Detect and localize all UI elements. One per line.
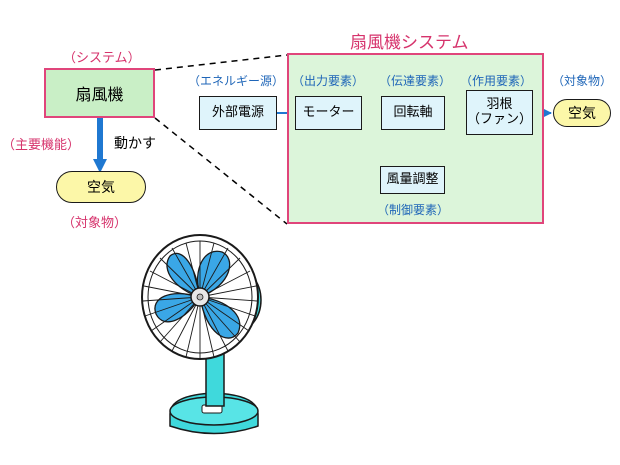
energy-label: （エネルギー源） [188,74,285,88]
target-label-right: （対象物） [552,74,613,88]
transmission-label: （伝達要素） [379,74,452,88]
target-pill-right: 空気 [553,99,611,127]
node-blade: 羽根 （ファン） [466,90,533,135]
node-shaft: 回転軸 [381,96,445,130]
target-label-left: （対象物） [62,216,128,231]
system-label: （システム） [63,51,141,66]
fan-blades [154,250,241,339]
node-external-power: 外部電源 [199,96,277,130]
target-pill-left: 空気 [56,171,146,203]
output-label: （出力要素） [292,74,365,88]
system-panel [287,53,544,224]
action-text: 動かす [114,136,156,152]
node-airflow-control: 風量調整 [380,166,445,194]
action-label: （作用要素） [460,74,533,88]
fan-base [169,392,259,435]
zoom-line-top [154,54,288,71]
node-motor: モーター [295,96,362,130]
system-box: 扇風機 [44,68,155,118]
panel-title: 扇風機システム [350,33,469,53]
control-label: （制御要素） [377,203,450,217]
main-function-label: （主要機能） [2,138,81,153]
